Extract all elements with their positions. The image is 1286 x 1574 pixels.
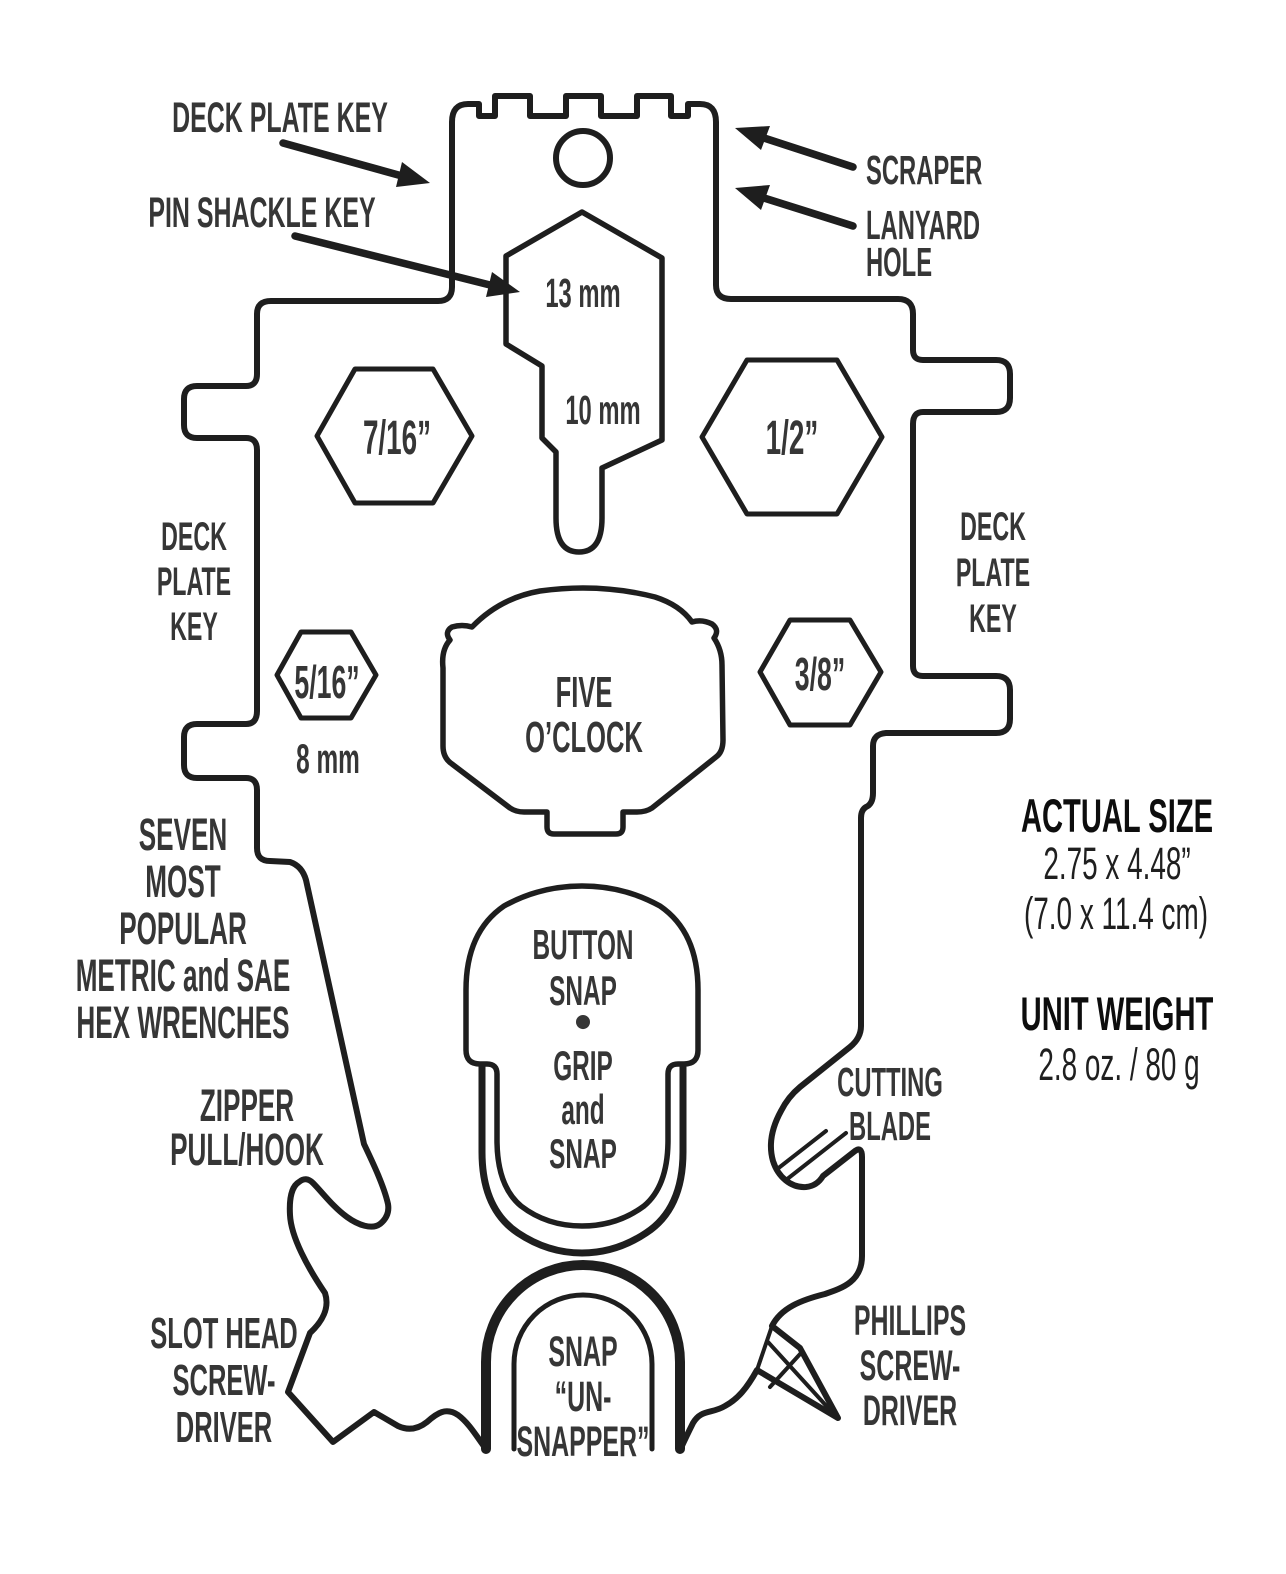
snap-unsnapper-label: SNAP “UN- SNAPPER” (516, 1328, 650, 1466)
lanyard-hole-label: LANYARD HOLE (866, 202, 981, 285)
snap-unsnapper-inner-arch (511, 1292, 655, 1452)
deck-plate-key-arrow (279, 139, 406, 180)
grip-and-snap-marking: GRIP and SNAP (549, 1042, 617, 1177)
snap-unsnapper-outer-arch (481, 1260, 685, 1454)
cutting-blade-edge (774, 1129, 848, 1182)
deck-plate-key-arrowhead (396, 162, 430, 187)
hex-cutout-1-2 (699, 357, 885, 517)
hex-cutout-3-8 (757, 617, 884, 728)
scraper-arrowhead (735, 126, 770, 150)
brand-marking: FIVE O’CLOCK (525, 668, 643, 762)
hex-7-16-marking: 7/16” (362, 412, 432, 465)
deck-plate-key-right-label: DECK PLATE KEY (955, 505, 1031, 641)
phillips-tip-cross (755, 1324, 833, 1413)
brand-bell-cutout (439, 585, 726, 837)
phillips-screwdriver-label: PHILLIPS SCREW- DRIVER (853, 1297, 967, 1435)
shackle-13-mm-marking: 13 mm (545, 270, 621, 316)
zipper-pull-hook-label: ZIPPER PULL/HOOK (170, 1080, 324, 1175)
hex-8-mm-marking: 8 mm (296, 735, 360, 782)
cutting-blade-label: CUTTING BLADE (837, 1059, 943, 1149)
lanyard-arrow (760, 194, 857, 230)
deck-plate-key-left-label: DECK PLATE KEY (156, 515, 232, 649)
scraper-label: SCRAPER (866, 147, 983, 193)
unit-weight-value: 2.8 oz. / 80 g (1038, 1039, 1200, 1090)
snap-dot-mark (576, 1015, 590, 1029)
pin-shackle-arrowhead (486, 272, 520, 297)
hex-wrench-note-label: SEVEN MOST POPULAR METRIC and SAE HEX WR… (75, 809, 291, 1048)
hex-cutout-7-16 (314, 366, 475, 506)
hex-cutout-5-16 (274, 629, 379, 721)
scraper-arrow (760, 134, 857, 171)
snap-dot-glyph: ● (578, 1006, 588, 1037)
actual-size-cm: (7.0 x 11.4 cm) (1023, 888, 1208, 939)
lanyard-arrowhead (735, 185, 770, 210)
shackle-10-mm-marking: 10 mm (565, 387, 641, 433)
hex-5-16-marking: 5/16” (294, 656, 360, 708)
button-snap-head (463, 883, 701, 1229)
actual-size-inches: 2.75 x 4.48” (1043, 838, 1191, 889)
pin-shackle-key-label: PIN SHACKLE KEY (148, 189, 376, 237)
hex-1-2-marking: 1/2” (765, 412, 819, 465)
unit-weight-title: UNIT WEIGHT (1020, 987, 1214, 1040)
slot-head-screwdriver-label: SLOT HEAD SCREW- DRIVER (150, 1309, 298, 1452)
deck-plate-key-top-label: DECK PLATE KEY (172, 94, 388, 142)
lanyard-hole (553, 128, 613, 188)
hex-3-8-marking: 3/8” (794, 648, 846, 700)
grip-snap-slot (478, 1062, 687, 1257)
pin-shackle-arrow (291, 232, 494, 289)
actual-size-title: ACTUAL SIZE (1020, 789, 1214, 842)
button-snap-marking: BUTTON SNAP (532, 921, 634, 1014)
pin-shackle-cutout (503, 209, 665, 555)
